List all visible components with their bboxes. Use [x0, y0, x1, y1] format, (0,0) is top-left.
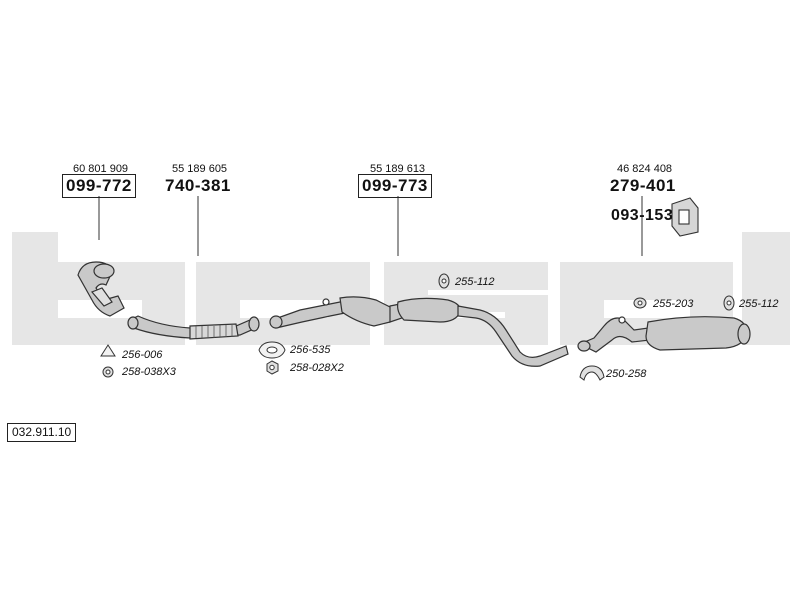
mounting-bracket-icon [671, 197, 699, 237]
part-ref-4: 46 824 408 [617, 163, 673, 175]
accessory-label: 258-038X3 [122, 366, 176, 378]
part-number-3: 099-773 [358, 174, 432, 198]
accessory-icons [100, 273, 735, 381]
diagram-code: 032.911.10 [7, 423, 77, 442]
part-ref-2: 55 189 605 [172, 163, 228, 175]
accessory-label: 258-028X2 [290, 362, 344, 374]
part-number-4: 279-401 [610, 176, 676, 195]
part-number-1: 099-772 [62, 174, 136, 198]
rubber-hanger-icon [438, 273, 450, 289]
accessory-label: 255-112 [455, 276, 495, 288]
leader-lines [98, 196, 643, 256]
part-rear-silencer [577, 316, 751, 353]
part-ref-3: 55 189 613 [370, 163, 426, 175]
part-middle-catalyst [269, 296, 569, 367]
accessory-label: 255-112 [739, 298, 779, 310]
part-number-2: 740-381 [165, 176, 231, 195]
triangle-gasket-icon [100, 344, 116, 357]
bracket-part-number: 093-153 [611, 207, 674, 224]
part-front-pipe [127, 315, 260, 340]
clamp-icon [579, 365, 605, 381]
part-ref-1: 60 801 909 [73, 163, 129, 175]
rubber-hanger-icon [723, 295, 735, 311]
rubber-hanger-icon [633, 297, 647, 309]
accessory-label: 256-006 [122, 349, 163, 361]
accessory-label: 256-535 [290, 344, 331, 356]
accessory-label: 250-258 [606, 368, 647, 380]
part-front-catalyst [77, 261, 125, 317]
accessory-label: 255-203 [653, 298, 694, 310]
